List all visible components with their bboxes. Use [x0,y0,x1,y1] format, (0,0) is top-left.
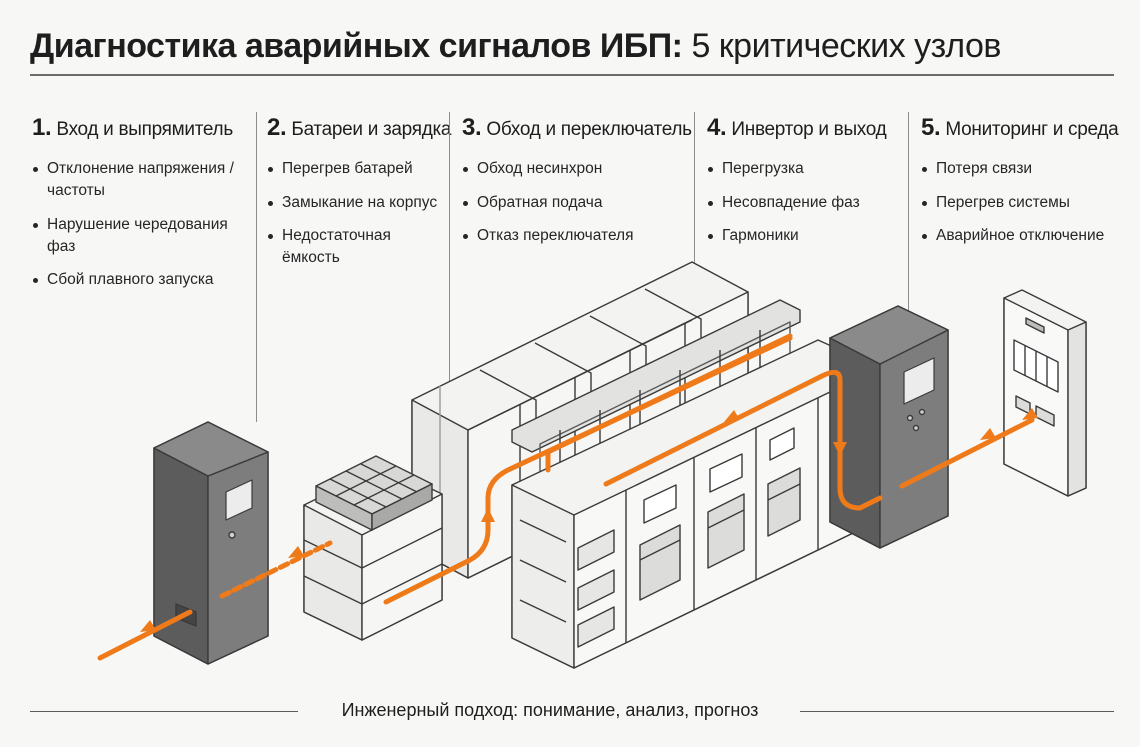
title-main: Диагностика аварийных сигналов ИБП: [30,27,683,65]
bullet-list: Перегрев батарей Замыкание на корпус Нед… [267,158,447,269]
flow-arrowheads [140,408,1038,632]
column-title: Обход и переключатель [486,119,692,140]
inverter-cabinet-row [511,339,881,669]
bullet-list: Отклонение напряжения / частоты Нарушени… [32,158,250,291]
column-inverter-output: 4. Инвертор и выход Перегрузка Несовпаде… [694,112,903,422]
bullet-item: Перегрев батарей [267,158,447,180]
column-bypass-switch: 3. Обход и переключатель Обход несинхрон… [449,112,692,422]
input-rectifier-cabinet [153,421,269,665]
column-number: 3. [462,114,482,141]
arrow-icon [288,546,304,558]
column-batteries-charging: 2. Батареи и зарядка Перегрев батарей За… [256,112,452,422]
footer-tagline: Инженерный подход: понимание, анализ, пр… [341,700,759,720]
title-divider [30,74,1114,76]
column-title: Вход и выпрямитель [56,119,233,140]
bullet-list: Перегрузка Несовпадение фаз Гармоники [707,158,903,247]
column-input-rectifier: 1. Вход и выпрямитель Отклонение напряже… [32,112,250,422]
arrow-icon [724,410,740,422]
bullet-item: Сбой плавного запуска [32,269,250,291]
column-heading: 4. Инвертор и выход [707,112,903,146]
bullet-item: Перегрев системы [921,192,1121,214]
arrow-icon [980,428,996,440]
column-title: Инвертор и выход [731,119,887,140]
bullet-item: Гармоники [707,225,903,247]
battery-rack [303,455,443,641]
page-title: Диагностика аварийных сигналов ИБП: 5 кр… [30,24,1001,68]
bullet-item: Потеря связи [921,158,1121,180]
arrow-icon [1022,408,1038,420]
column-number: 4. [707,114,727,141]
column-heading: 2. Батареи и зарядка [267,112,452,146]
arrow-icon [140,620,156,632]
footer-divider-left [30,711,298,712]
column-number: 2. [267,114,287,141]
column-monitoring-environment: 5. Мониторинг и среда Потеря связи Перег… [908,112,1121,422]
wall-control-panel [1003,289,1087,497]
bullet-item: Несовпадение фаз [707,192,903,214]
column-heading: 1. Вход и выпрямитель [32,112,250,146]
bullet-item: Отказ переключателя [462,225,692,247]
bullet-list: Обход несинхрон Обратная подача Отказ пе… [462,158,692,247]
column-number: 1. [32,114,52,141]
bullet-list: Потеря связи Перегрев системы Аварийное … [921,158,1121,247]
bullet-item: Аварийное отключение [921,225,1121,247]
column-number: 5. [921,114,941,141]
bullet-item: Замыкание на корпус [267,192,447,214]
column-heading: 5. Мониторинг и среда [921,112,1121,146]
arrow-icon [481,508,495,522]
bullet-item: Нарушение чередования фаз [32,214,250,258]
column-title: Батареи и зарядка [291,119,452,140]
bullet-item: Обратная подача [462,192,692,214]
monitoring-cabinet [829,305,949,549]
bullet-item: Недостаточная ёмкость [267,225,447,269]
bullet-item: Отклонение напряжения / частоты [32,158,242,202]
column-heading: 3. Обход и переключатель [462,112,692,146]
footer-divider-right [800,711,1114,712]
bullet-item: Обход несинхрон [462,158,692,180]
bullet-item: Перегрузка [707,158,903,180]
title-secondary: 5 критических узлов [691,27,1001,65]
column-title: Мониторинг и среда [945,119,1119,140]
arrow-icon [833,442,847,456]
